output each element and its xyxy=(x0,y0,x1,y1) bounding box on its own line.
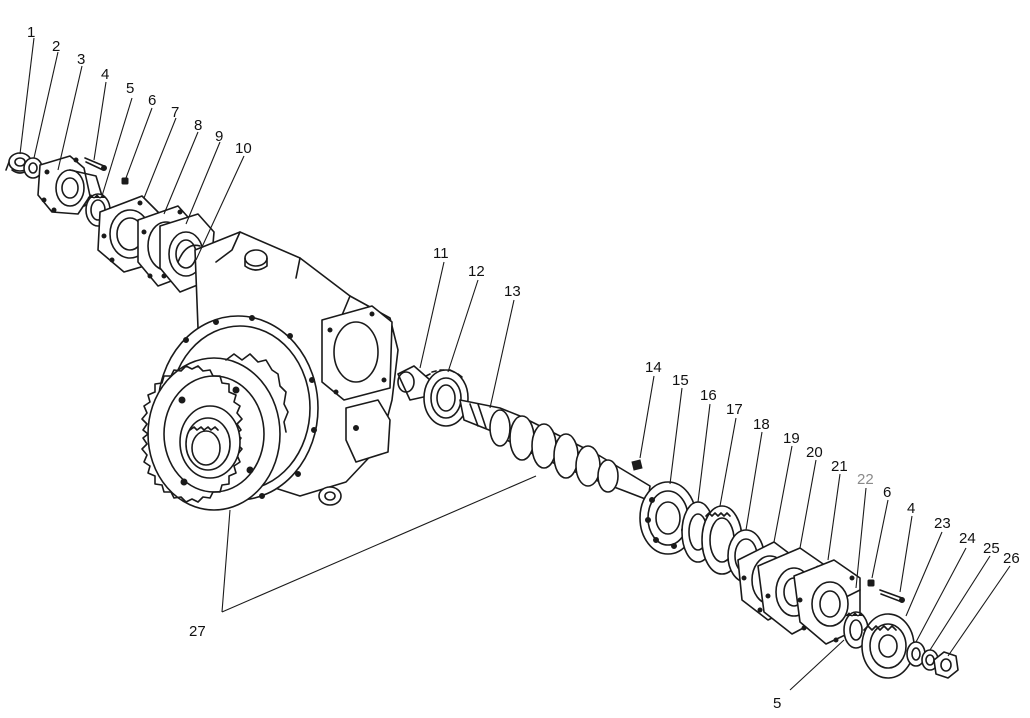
part-3-flange xyxy=(37,155,103,215)
label-16: 16 xyxy=(700,387,717,404)
label-8: 8 xyxy=(194,117,202,134)
part-22-seal xyxy=(847,589,861,597)
label-25: 25 xyxy=(983,540,1000,557)
label-5: 5 xyxy=(126,80,134,97)
part-4-bolt-right xyxy=(879,589,905,603)
part-14-key xyxy=(631,459,643,471)
part-23-flange xyxy=(861,613,915,679)
label-23: 23 xyxy=(934,515,951,532)
label-19: 19 xyxy=(783,430,800,447)
part-6-pin xyxy=(121,177,129,185)
label-17: 17 xyxy=(726,401,743,418)
part-4-bolt xyxy=(84,157,107,171)
callout-labels: 1 2 3 4 5 6 7 8 9 10 11 12 13 14 15 16 1… xyxy=(27,24,1020,712)
label-26: 26 xyxy=(1003,550,1020,567)
label-24: 24 xyxy=(959,530,976,547)
part-12-bearing xyxy=(423,369,469,427)
part-10-ring xyxy=(177,244,201,263)
label-6-right: 6 xyxy=(883,484,891,501)
label-12: 12 xyxy=(468,263,485,280)
label-13: 13 xyxy=(504,283,521,300)
label-4: 4 xyxy=(101,66,109,83)
label-4-right: 4 xyxy=(907,500,915,517)
label-18: 18 xyxy=(753,416,770,433)
label-1: 1 xyxy=(27,24,35,41)
leader-lines xyxy=(19,37,1011,691)
label-20: 20 xyxy=(806,444,823,461)
part-13-shaft xyxy=(459,399,651,501)
label-7: 7 xyxy=(171,104,179,121)
part-27-large-gear xyxy=(141,353,289,511)
part-26-nut xyxy=(933,651,959,679)
label-2: 2 xyxy=(52,38,60,55)
label-3: 3 xyxy=(77,51,85,68)
label-22: 22 xyxy=(857,471,874,488)
label-11: 11 xyxy=(433,245,449,262)
label-27: 27 xyxy=(189,623,206,640)
label-9: 9 xyxy=(215,128,223,145)
label-10: 10 xyxy=(235,140,252,157)
label-14: 14 xyxy=(645,359,662,376)
label-21: 21 xyxy=(831,458,848,475)
label-6: 6 xyxy=(148,92,156,109)
part-2-washer xyxy=(23,157,43,179)
label-5-right: 5 xyxy=(773,695,781,712)
label-15: 15 xyxy=(672,372,689,389)
part-6-pin-right xyxy=(867,579,875,587)
